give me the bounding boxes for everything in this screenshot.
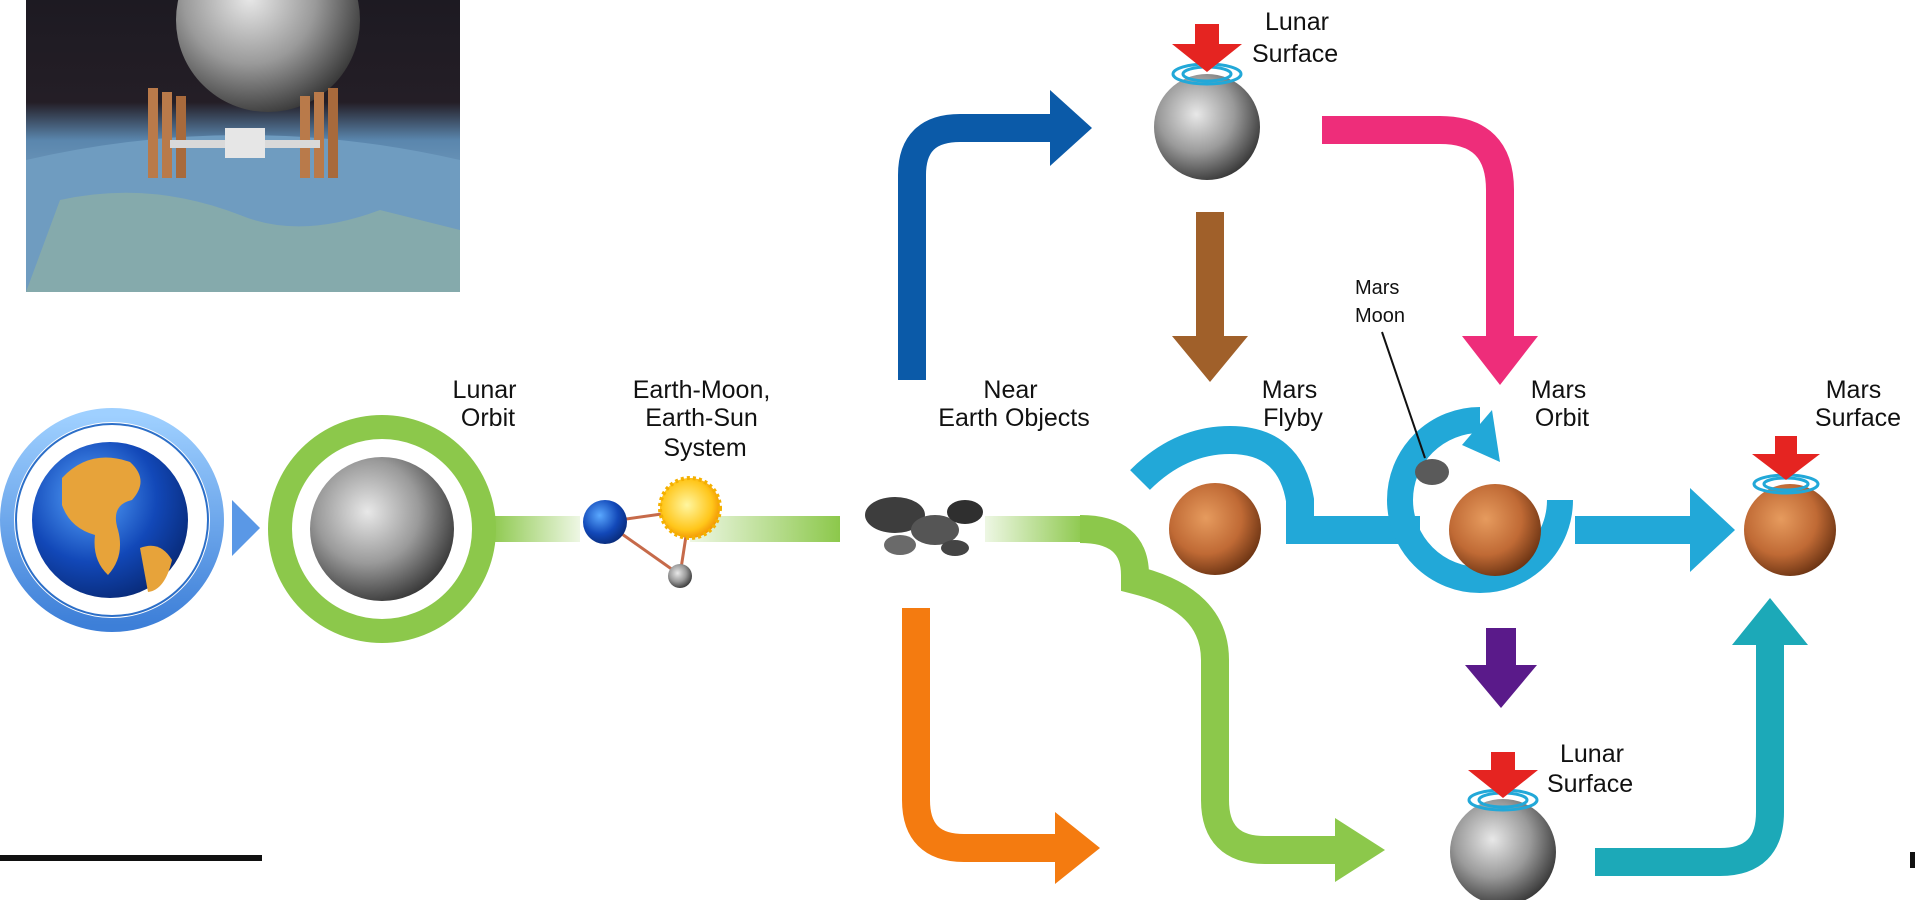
landing-arrow-icon (1752, 436, 1820, 495)
mars-icon (1169, 483, 1261, 575)
lunar-surface-bottom-node (1450, 752, 1556, 900)
mars-moon-node (1381, 331, 1449, 485)
mars-icon (1744, 484, 1836, 576)
iss-photo (26, 0, 460, 292)
path-arrow-pink (1322, 116, 1538, 385)
earth-node (0, 408, 260, 632)
label-lunar-surface-top: Lunar Surface (1252, 8, 1338, 68)
asteroid-icon (865, 497, 983, 556)
path-arrow-purple (1465, 628, 1537, 708)
label-mars-flyby: Mars Flyby (1262, 376, 1325, 432)
iss-station-icon (148, 88, 338, 178)
path-arrow-brown (1172, 212, 1248, 382)
moon-icon (310, 457, 454, 601)
label-mars-moon: Mars Moon (1355, 277, 1405, 327)
path-arrow-blue (898, 90, 1092, 380)
label-mars-orbit: Mars Orbit (1531, 376, 1594, 432)
small-moon-icon (668, 564, 692, 588)
earth-moon-sun-icon (583, 476, 722, 588)
path-arrow-cyan (1130, 407, 1735, 593)
label-lunar-orbit: Lunar Orbit (453, 376, 524, 432)
lunar-surface-top-node (1154, 24, 1260, 180)
lunar-orbit-ring (268, 415, 496, 643)
path-arrow-teal (1595, 598, 1808, 876)
label-near-earth-objects: Near Earth Objects (938, 376, 1089, 432)
mars-icon (1449, 484, 1541, 576)
sun-icon (658, 476, 722, 540)
label-mars-surface: Mars Surface (1815, 376, 1901, 432)
moon-icon (1154, 74, 1260, 180)
footer-divider (0, 855, 262, 861)
moon-icon (1450, 799, 1556, 900)
small-earth-icon (583, 500, 627, 544)
mars-surface-node (1744, 436, 1836, 576)
label-earth-moon-sun: Earth-Moon, Earth-Sun System (633, 376, 778, 462)
landing-arrow-icon (1171, 24, 1243, 86)
mars-moon-icon (1415, 459, 1449, 485)
landing-arrow-icon (1467, 752, 1539, 812)
footer-tick (1910, 852, 1915, 868)
label-lunar-surface-bottom: Lunar Surface (1547, 740, 1633, 798)
main-path-green (490, 515, 1385, 882)
path-arrow-orange (902, 608, 1100, 884)
